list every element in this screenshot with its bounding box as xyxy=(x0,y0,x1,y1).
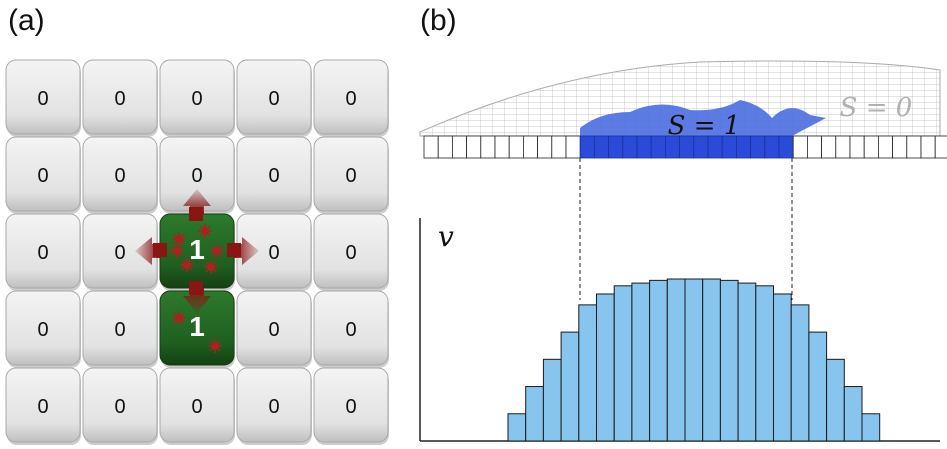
virus-icon xyxy=(198,224,212,238)
cell-value: 0 xyxy=(345,396,356,418)
histogram-bar xyxy=(525,386,544,442)
histogram-bar xyxy=(507,413,527,442)
cell-value: 0 xyxy=(37,165,48,187)
cell-value: 0 xyxy=(268,88,279,110)
histogram-bar xyxy=(808,331,828,442)
histogram-bar xyxy=(631,282,651,442)
panel-b-label: (b) xyxy=(420,4,457,37)
cell-value: 0 xyxy=(37,242,48,264)
histogram-bar xyxy=(843,386,863,442)
inactive-cell: 0 xyxy=(5,367,81,445)
cell-value: 0 xyxy=(345,242,356,264)
cell-value: 0 xyxy=(114,242,125,264)
inactive-cell: 0 xyxy=(313,367,389,445)
inactive-cell: 0 xyxy=(159,367,235,445)
cell-value: 0 xyxy=(268,396,279,418)
cell-value: 0 xyxy=(37,88,48,110)
inactive-cell: 0 xyxy=(236,367,312,445)
inactive-cell: 0 xyxy=(82,213,158,291)
histogram-bar xyxy=(702,278,721,442)
cell-value: 0 xyxy=(268,319,279,341)
inactive-cell: 0 xyxy=(159,59,235,137)
inactive-state-label: S = 0 xyxy=(840,93,913,123)
histogram-bar xyxy=(542,358,562,442)
cell-value: 0 xyxy=(191,165,202,187)
spread-arrow-right-icon xyxy=(227,237,259,265)
virus-icon xyxy=(208,339,222,353)
histogram-bar xyxy=(719,279,739,442)
cell-value: 0 xyxy=(191,88,202,110)
histogram-bar xyxy=(613,285,633,442)
spread-arrow-down-icon xyxy=(183,281,211,313)
inactive-cell: 0 xyxy=(82,136,158,214)
virus-icon xyxy=(170,244,184,258)
cell-value: 0 xyxy=(345,165,356,187)
histogram-bar xyxy=(790,304,810,442)
cell-value: 0 xyxy=(345,319,356,341)
y-axis-label: v xyxy=(438,220,454,253)
virus-icon xyxy=(180,258,194,272)
histogram-bar xyxy=(826,358,845,442)
histogram-bar xyxy=(666,278,686,442)
inactive-cell: 0 xyxy=(313,59,389,137)
inactive-cell: 0 xyxy=(236,59,312,137)
inactive-cell: 0 xyxy=(82,59,158,137)
panel-a-label: (a) xyxy=(8,4,45,37)
histogram-bar xyxy=(596,293,615,442)
cell-value: 1 xyxy=(189,311,205,342)
inactive-cell: 0 xyxy=(5,290,81,368)
cell-value: 0 xyxy=(191,396,202,418)
histogram-bar xyxy=(560,331,580,442)
cell-value: 0 xyxy=(268,165,279,187)
spread-arrow-left-icon xyxy=(135,237,167,265)
virus-icon xyxy=(172,232,186,246)
histogram-bar xyxy=(755,285,774,442)
inactive-cell: 0 xyxy=(236,290,312,368)
cell-value: 0 xyxy=(114,88,125,110)
cell-value: 0 xyxy=(114,396,125,418)
cell-value: 0 xyxy=(268,242,279,264)
inactive-cell: 0 xyxy=(313,136,389,214)
inactive-cell: 0 xyxy=(236,213,312,291)
inactive-cell: 0 xyxy=(313,213,389,291)
spread-arrow-up-icon xyxy=(183,189,211,221)
virus-icon xyxy=(172,311,186,325)
cell-value: 0 xyxy=(345,88,356,110)
histogram-bar xyxy=(773,293,792,442)
inactive-cell: 0 xyxy=(82,367,158,445)
inactive-cell: 0 xyxy=(82,290,158,368)
inactive-cell: 0 xyxy=(313,290,389,368)
inactive-cell: 0 xyxy=(236,136,312,214)
cell-grid: 0 0 0 0 0 0 0 0 0 0 0 0 1 0 0 0 0 1 0 0 0 0 0 0 0 xyxy=(5,59,389,445)
cell-value: 0 xyxy=(114,319,125,341)
histogram-bar xyxy=(861,413,881,442)
histogram-bar xyxy=(649,279,668,442)
virus-icon xyxy=(204,260,218,274)
inactive-cell: 0 xyxy=(5,136,81,214)
cell-value: 0 xyxy=(37,319,48,341)
virus-icon xyxy=(210,244,224,258)
inactive-cell: 0 xyxy=(5,59,81,137)
histogram-bar xyxy=(578,304,597,442)
inactive-cell: 0 xyxy=(5,213,81,291)
active-surface-region xyxy=(580,100,826,136)
histogram-bar xyxy=(684,278,704,442)
cell-value: 0 xyxy=(37,396,48,418)
cell-value: 0 xyxy=(114,165,125,187)
inactive-cell: 0 xyxy=(159,136,235,214)
histogram-bar xyxy=(737,282,757,442)
cell-value: 1 xyxy=(189,234,205,265)
strip-cell xyxy=(934,135,947,159)
